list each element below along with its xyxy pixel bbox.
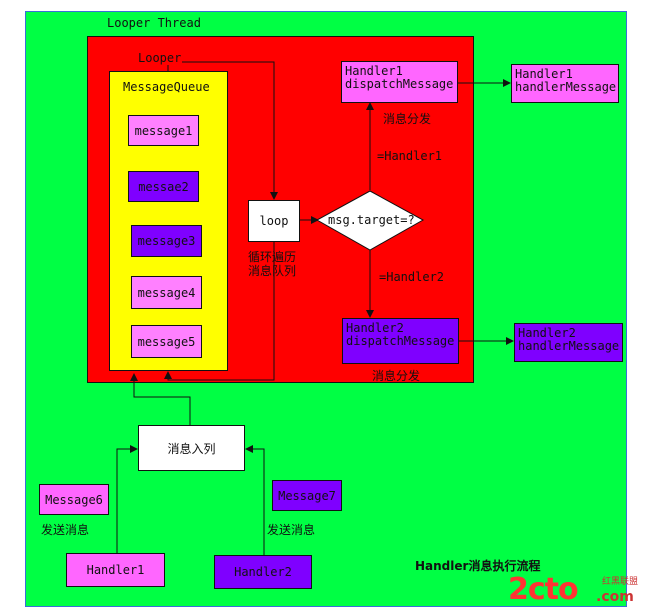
condition-handler1: =Handler1 xyxy=(377,149,443,163)
looper-thread-label: Looper Thread xyxy=(107,16,201,30)
send-caption-left: 发送消息 xyxy=(41,523,90,537)
looper-label: Looper xyxy=(137,51,183,65)
send-caption-right: 发送消息 xyxy=(267,523,316,537)
message-item: message4 xyxy=(131,276,202,309)
handler1-handle-box: Handler1 handlerMessage xyxy=(511,64,619,103)
dispatch-caption-bottom: 消息分发 xyxy=(372,369,421,383)
message-item: messae2 xyxy=(128,171,199,202)
message-item: message3 xyxy=(131,225,202,257)
handler1-handle-line1: Handler1 xyxy=(515,67,573,81)
message-queue-label: MessageQueue xyxy=(123,80,210,94)
loop-caption-line1: 循环遍历 xyxy=(248,250,297,264)
decision-label: msg.target=? xyxy=(328,213,415,227)
handler1-dispatch-line2: dispatchMessage xyxy=(345,77,454,91)
loop-caption-line2: 消息队列 xyxy=(248,264,297,278)
message6-box: Message6 xyxy=(39,484,109,515)
handler1-dispatch-box: Handler1 dispatchMessage xyxy=(341,61,458,103)
handler2-sender-box: Handler2 xyxy=(214,555,312,589)
watermark-logo: 2cto 红黑联盟 .com xyxy=(508,572,654,610)
handler1-handle-line2: handlerMessage xyxy=(515,80,617,94)
message-item: message5 xyxy=(131,325,202,358)
handler1-dispatch-line1: Handler1 xyxy=(345,64,403,78)
handler2-handle-box: Handler2 handlerMessage xyxy=(514,323,623,362)
watermark-small: 红黑联盟 xyxy=(602,577,639,587)
loop-caption: 循环遍历 消息队列 xyxy=(248,250,296,278)
message7-box: Message7 xyxy=(272,480,342,511)
enqueue-box: 消息入列 xyxy=(138,425,245,471)
diagram-title: Handler消息执行流程 xyxy=(415,559,541,573)
loop-box: loop xyxy=(248,200,300,242)
condition-handler2: =Handler2 xyxy=(379,270,445,284)
watermark-main: 2cto xyxy=(508,572,579,607)
watermark-dot: .com xyxy=(596,589,634,605)
dispatch-caption-top: 消息分发 xyxy=(383,112,432,126)
message-item: message1 xyxy=(128,115,199,146)
handler1-sender-box: Handler1 xyxy=(66,553,165,587)
handler2-dispatch-line1: Handler2 xyxy=(346,321,404,335)
handler2-dispatch-box: Handler2 dispatchMessage xyxy=(342,318,459,364)
handler2-handle-line1: Handler2 xyxy=(518,326,576,340)
handler2-dispatch-line2: dispatchMessage xyxy=(346,334,455,348)
handler2-handle-line2: handlerMessage xyxy=(518,339,620,353)
